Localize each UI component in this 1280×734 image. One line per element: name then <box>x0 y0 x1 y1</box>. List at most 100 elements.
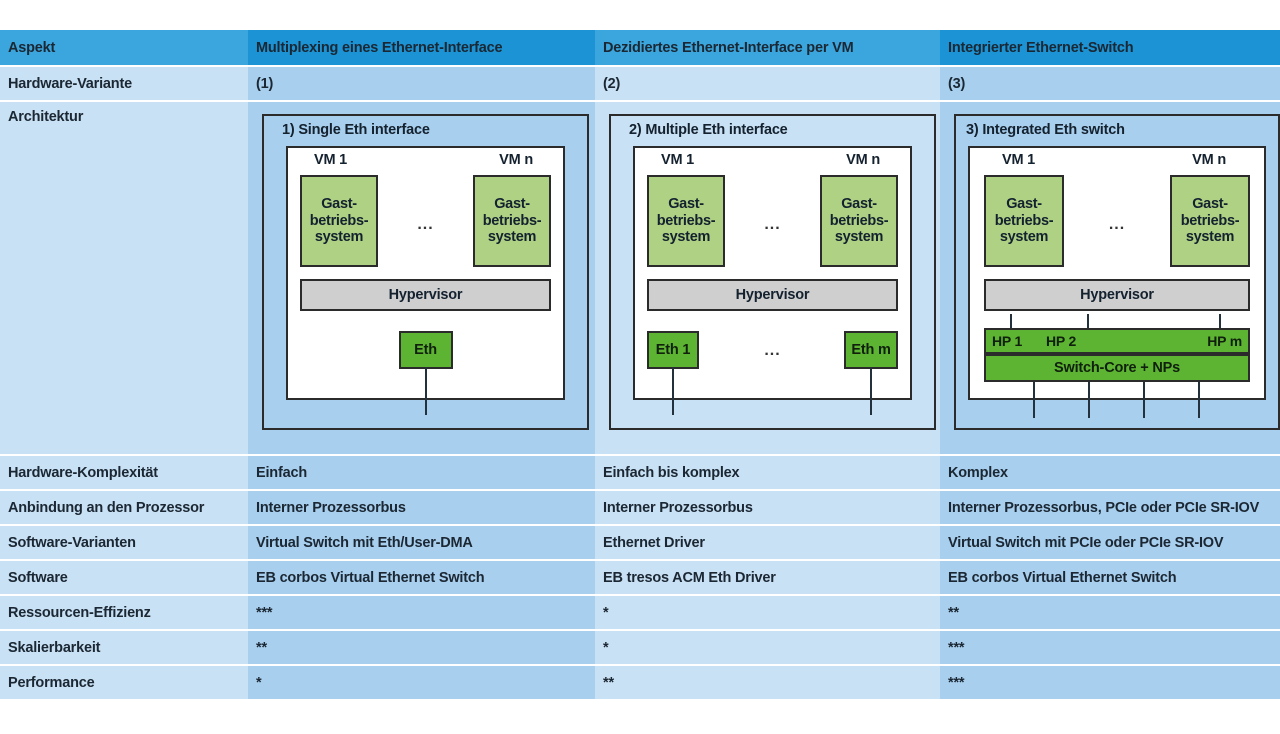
column-header-dediziert: Dezidiertes Ethernet-Interface per VM <box>595 30 940 67</box>
cell-value: Komplex <box>940 455 1280 491</box>
guest-os-line-1: Gast- <box>321 196 357 213</box>
guest-os-box-right: Gast- betriebs- system <box>473 175 551 267</box>
cell-value: Einfach <box>248 455 595 491</box>
tick-mark <box>1010 314 1012 328</box>
diagram-title: 3) Integrated Eth switch <box>966 122 1125 138</box>
hypervisor-box: Hypervisor <box>984 279 1250 311</box>
cell-value: Virtual Switch mit Eth/User-DMA <box>248 525 595 561</box>
cell-value: EB tresos ACM Eth Driver <box>595 560 940 596</box>
guest-os-line-2: betriebs- <box>1180 212 1240 229</box>
row-label: Ressourcen-Effizienz <box>0 595 248 631</box>
rating-value: * <box>248 665 595 701</box>
row-label: Hardware-Komplexität <box>0 455 248 491</box>
rating-value: *** <box>940 665 1280 701</box>
hypervisor-box: Hypervisor <box>647 279 898 311</box>
cell-diagram-2: 2) Multiple Eth interface VM 1 VM n Gast… <box>595 101 940 456</box>
host-ports-bar: HP 1 HP 2 HP m <box>984 328 1250 354</box>
guest-os-line-2: betriebs- <box>829 212 889 229</box>
vm-label-right: VM n <box>846 152 880 168</box>
column-header-multiplexing: Multiplexing eines Ethernet-Interface <box>248 30 595 67</box>
vm-label-left: VM 1 <box>1002 152 1036 168</box>
diagram-inner-box: VM 1 VM n Gast- betriebs- system <box>968 146 1266 400</box>
diagram-multiple-eth-interface: 2) Multiple Eth interface VM 1 VM n Gast… <box>609 114 936 430</box>
table-row: Software EB corbos Virtual Ethernet Swit… <box>0 560 1280 596</box>
guest-os-line-2: betriebs- <box>656 212 716 229</box>
table-row: Hardware-Komplexität Einfach Einfach bis… <box>0 455 1280 491</box>
hypervisor-box: Hypervisor <box>300 279 551 311</box>
rating-value: *** <box>248 595 595 631</box>
table-row: Performance * ** *** <box>0 665 1280 701</box>
row-label: Software <box>0 560 248 596</box>
guest-os-line-3: system <box>487 229 537 246</box>
hp-label-1: HP 1 <box>992 333 1023 349</box>
cell-value: Interner Prozessorbus <box>595 490 940 526</box>
column-header-aspekt: Aspekt <box>0 30 248 67</box>
architecture-comparison-table: Aspekt Multiplexing eines Ethernet-Inter… <box>0 30 1280 701</box>
cell-value: (1) <box>248 66 595 102</box>
guest-os-line-3: system <box>661 229 711 246</box>
eth-box-right: Eth m <box>844 331 898 369</box>
ellipsis-icon: ... <box>1108 216 1126 233</box>
ellipsis-icon: ... <box>764 216 781 233</box>
port-line-2 <box>1088 382 1090 418</box>
row-label: Anbindung an den Prozessor <box>0 490 248 526</box>
hp-label-m: HP m <box>1207 333 1242 349</box>
switch-core-bar: Switch-Core + NPs <box>984 354 1250 382</box>
cell-value: (3) <box>940 66 1280 102</box>
eth-box: Eth <box>398 331 453 369</box>
cell-value: Interner Prozessorbus, PCIe oder PCIe SR… <box>940 490 1280 526</box>
row-label: Software-Varianten <box>0 525 248 561</box>
header-row: Aspekt Multiplexing eines Ethernet-Inter… <box>0 30 1280 67</box>
vm-label-right: VM n <box>499 152 533 168</box>
rating-value: * <box>595 630 940 666</box>
guest-os-box-right: Gast- betriebs- system <box>820 175 898 267</box>
rating-value: ** <box>248 630 595 666</box>
vm-label-left: VM 1 <box>314 152 348 168</box>
column-header-switch: Integrierter Ethernet-Switch <box>940 30 1280 67</box>
port-line-4 <box>1198 382 1200 418</box>
vm-label-right: VM n <box>1192 152 1226 168</box>
guest-os-line-1: Gast- <box>668 196 704 213</box>
row-label: Performance <box>0 665 248 701</box>
guest-os-line-3: system <box>1185 229 1235 246</box>
rating-value: * <box>595 595 940 631</box>
cell-value: Interner Prozessorbus <box>248 490 595 526</box>
table-row: Ressourcen-Effizienz *** * ** <box>0 595 1280 631</box>
diagram-single-eth-interface: 1) Single Eth interface VM 1 VM n Gast- … <box>262 114 589 430</box>
guest-os-line-3: system <box>999 229 1049 246</box>
guest-os-line-2: betriebs- <box>994 212 1054 229</box>
rating-value: ** <box>940 595 1280 631</box>
table-row: Anbindung an den Prozessor Interner Proz… <box>0 490 1280 526</box>
guest-os-box-right: Gast- betriebs- system <box>1170 175 1250 267</box>
table-row-architecture: Architektur 1) Single Eth interface VM 1… <box>0 101 1280 456</box>
guest-os-line-1: Gast- <box>1192 196 1228 213</box>
cell-diagram-3: 3) Integrated Eth switch VM 1 VM n Gast-… <box>940 101 1280 456</box>
guest-os-box-left: Gast- betriebs- system <box>300 175 378 267</box>
table-row: Skalierbarkeit ** * *** <box>0 630 1280 666</box>
tick-mark <box>1219 314 1221 328</box>
guest-os-line-1: Gast- <box>841 196 877 213</box>
rating-value: ** <box>595 665 940 701</box>
cell-value: EB corbos Virtual Ethernet Switch <box>248 560 595 596</box>
guest-os-box-left: Gast- betriebs- system <box>984 175 1064 267</box>
port-line-1 <box>1033 382 1035 418</box>
connector-line-right <box>870 367 872 415</box>
cell-value: EB corbos Virtual Ethernet Switch <box>940 560 1280 596</box>
diagram-inner-box: VM 1 VM n Gast- betriebs- system <box>633 146 912 400</box>
table-header: Aspekt Multiplexing eines Ethernet-Inter… <box>0 30 1280 67</box>
table-row: Software-Varianten Virtual Switch mit Et… <box>0 525 1280 561</box>
connector-line-left <box>672 367 674 415</box>
diagram-title: 1) Single Eth interface <box>282 122 430 138</box>
cell-value: (2) <box>595 66 940 102</box>
ellipsis-icon-lower: ... <box>764 342 781 359</box>
cell-diagram-1: 1) Single Eth interface VM 1 VM n Gast- … <box>248 101 595 456</box>
row-label: Skalierbarkeit <box>0 630 248 666</box>
diagram-title: 2) Multiple Eth interface <box>629 122 788 138</box>
table-body: Hardware-Variante (1) (2) (3) Architektu… <box>0 66 1280 701</box>
cell-value: Virtual Switch mit PCIe oder PCIe SR-IOV <box>940 525 1280 561</box>
cell-value: Einfach bis komplex <box>595 455 940 491</box>
ellipsis-icon: ... <box>417 216 434 233</box>
rating-value: *** <box>940 630 1280 666</box>
cell-value: Ethernet Driver <box>595 525 940 561</box>
